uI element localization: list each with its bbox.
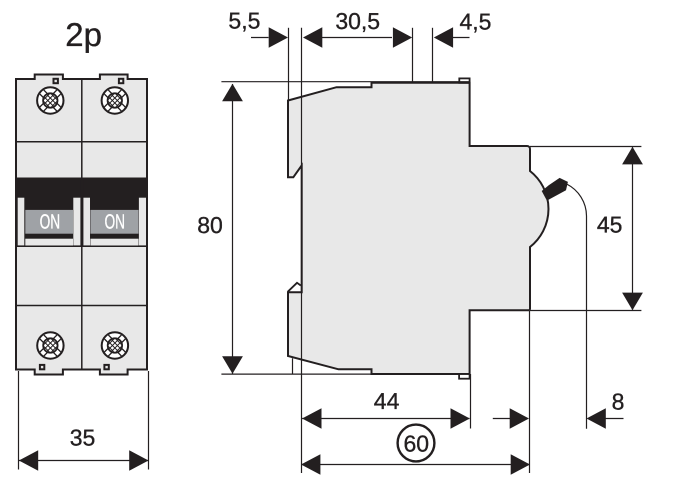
svg-text:60: 60 (404, 431, 430, 457)
svg-text:45: 45 (597, 212, 623, 238)
svg-text:2p: 2p (65, 16, 102, 53)
svg-text:30,5: 30,5 (335, 8, 380, 34)
svg-text:ON: ON (40, 211, 61, 234)
svg-text:44: 44 (374, 388, 400, 414)
svg-text:80: 80 (197, 212, 223, 238)
svg-text:ON: ON (105, 211, 126, 234)
svg-text:35: 35 (70, 425, 96, 451)
svg-text:4,5: 4,5 (460, 8, 492, 34)
svg-text:5,5: 5,5 (228, 8, 260, 34)
svg-text:8: 8 (612, 389, 625, 415)
